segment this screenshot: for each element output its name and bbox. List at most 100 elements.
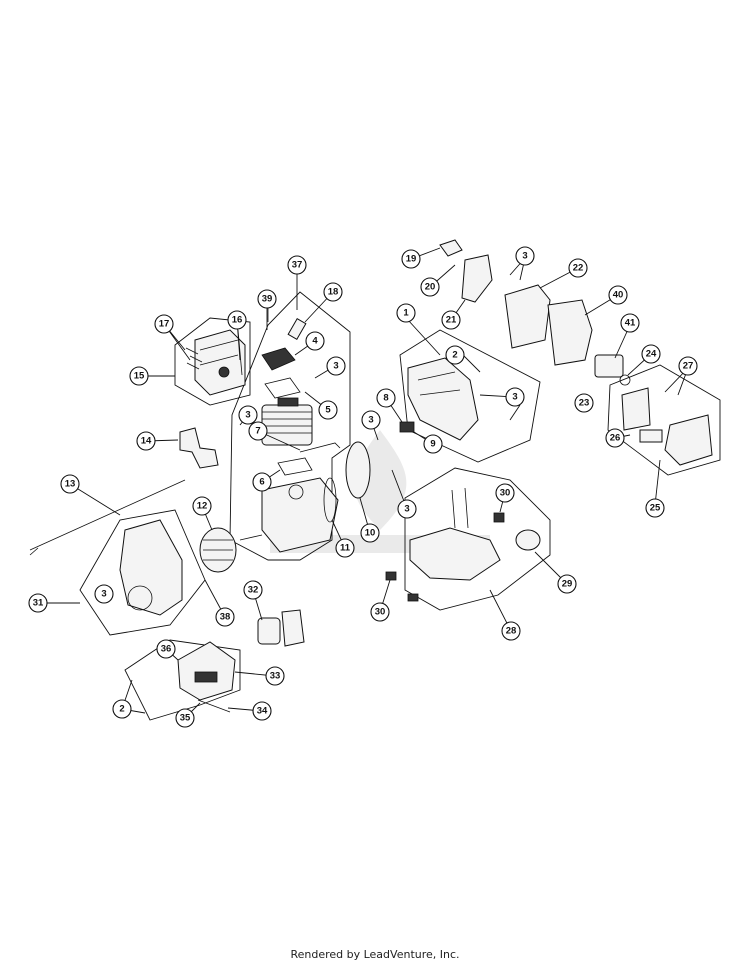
- carburetor-group-box: [607, 364, 721, 476]
- callout: 3: [238, 405, 258, 425]
- svg-text:22: 22: [573, 263, 584, 274]
- svg-text:11: 11: [340, 543, 351, 554]
- callout: 30: [495, 483, 515, 503]
- callout: 19: [401, 249, 421, 269]
- clutch-disc: [345, 441, 371, 499]
- callout: 11: [335, 538, 355, 558]
- cylinder-cover: [261, 347, 296, 371]
- callout: 3: [515, 246, 535, 266]
- svg-text:18: 18: [328, 287, 339, 298]
- air-box: [621, 387, 713, 466]
- air-filter-housing: [194, 329, 246, 396]
- svg-text:3: 3: [368, 415, 373, 426]
- svg-text:39: 39: [262, 294, 273, 305]
- callout: 21: [441, 310, 461, 330]
- callout: 30: [370, 602, 390, 622]
- svg-text:30: 30: [500, 488, 511, 499]
- callout: 2: [445, 345, 465, 365]
- svg-text:23: 23: [579, 398, 590, 409]
- clutch-assembly: [257, 609, 305, 647]
- callout: 24: [641, 344, 661, 364]
- callout: 39: [257, 289, 277, 309]
- throttle-cable: [29, 479, 186, 551]
- svg-text:12: 12: [197, 501, 208, 512]
- part-9: [399, 421, 415, 433]
- svg-text:6: 6: [259, 477, 264, 488]
- svg-text:8: 8: [383, 393, 388, 404]
- plate-40: [547, 299, 593, 366]
- gasket-5: [264, 377, 301, 399]
- part-30-c: [407, 593, 419, 602]
- part-30-a: [493, 512, 505, 523]
- engine-housing: [407, 357, 479, 441]
- carburetor: [594, 354, 631, 386]
- gasket-7: [299, 442, 341, 453]
- callout: 36: [156, 639, 176, 659]
- throttle-bracket: [439, 239, 493, 303]
- o-ring: [323, 477, 337, 523]
- svg-text:3: 3: [245, 410, 250, 421]
- svg-text:20: 20: [425, 282, 436, 293]
- kill-switch: [179, 427, 219, 469]
- svg-text:21: 21: [446, 315, 457, 326]
- callout: 17: [154, 314, 174, 334]
- svg-text:4: 4: [312, 336, 318, 347]
- callout: 14: [136, 431, 156, 451]
- svg-text:28: 28: [506, 626, 517, 637]
- callout: 3: [361, 410, 381, 430]
- callout: 12: [192, 496, 212, 516]
- callout: 40: [608, 285, 628, 305]
- svg-text:17: 17: [159, 319, 170, 330]
- callout: 2: [112, 699, 132, 719]
- engine-shroud: [177, 641, 236, 701]
- svg-text:35: 35: [180, 713, 191, 724]
- callout: 4: [305, 331, 325, 351]
- svg-text:26: 26: [610, 433, 621, 444]
- svg-text:15: 15: [134, 371, 145, 382]
- callout: 38: [215, 607, 235, 627]
- svg-text:41: 41: [625, 318, 636, 329]
- svg-text:24: 24: [646, 349, 657, 360]
- svg-text:31: 31: [33, 598, 44, 609]
- callout: 35: [175, 708, 195, 728]
- svg-text:5: 5: [325, 405, 331, 416]
- svg-text:3: 3: [522, 251, 527, 262]
- callout: 9: [423, 434, 443, 454]
- svg-text:3: 3: [333, 361, 338, 372]
- fuel-tank: [409, 487, 501, 581]
- callout: 6: [252, 472, 272, 492]
- plate-22: [504, 284, 551, 349]
- svg-text:36: 36: [161, 644, 172, 655]
- callout: 3: [94, 584, 114, 604]
- screw-34: [197, 699, 231, 713]
- callout: 15: [129, 366, 149, 386]
- svg-text:19: 19: [406, 254, 417, 265]
- callout: 25: [645, 498, 665, 518]
- svg-text:32: 32: [248, 585, 259, 596]
- svg-text:14: 14: [141, 436, 152, 447]
- svg-text:40: 40: [613, 290, 624, 301]
- gasket-6: [277, 457, 313, 476]
- svg-text:27: 27: [683, 361, 694, 372]
- callout: 32: [243, 580, 263, 600]
- svg-text:38: 38: [220, 612, 231, 623]
- callout: 23: [574, 393, 594, 413]
- callout: 18: [323, 282, 343, 302]
- svg-text:2: 2: [452, 350, 457, 361]
- callout: 3: [505, 387, 525, 407]
- part-30-b: [385, 571, 397, 581]
- svg-text:29: 29: [562, 579, 573, 590]
- svg-text:37: 37: [292, 260, 303, 271]
- svg-text:10: 10: [365, 528, 376, 539]
- fuel-cap: [515, 529, 541, 551]
- footer-credit: Rendered by LeadVenture, Inc.: [290, 948, 460, 961]
- callout: 33: [265, 666, 285, 686]
- callout: 34: [252, 701, 272, 721]
- callout: 13: [60, 474, 80, 494]
- crankcase: [239, 477, 339, 553]
- svg-text:2: 2: [119, 704, 124, 715]
- callout: 22: [568, 258, 588, 278]
- svg-text:16: 16: [232, 315, 243, 326]
- callout: 10: [360, 523, 380, 543]
